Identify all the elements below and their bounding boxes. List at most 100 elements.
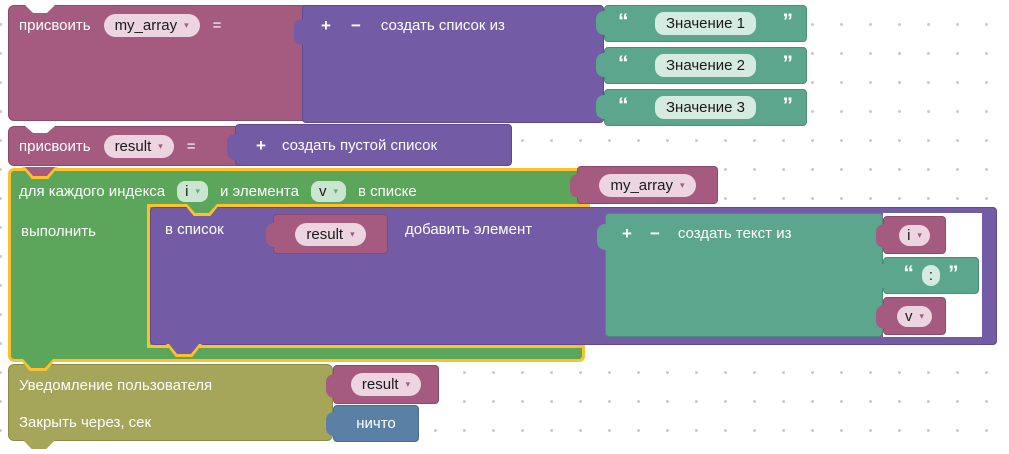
dropdown-arrow-icon: ▾ [679, 179, 685, 190]
open-quote-icon: “ [618, 93, 629, 117]
block-set-variable-my-array[interactable]: присвоить my_array ▾ = [8, 5, 310, 121]
puzzle-tab-icon [326, 374, 338, 398]
variable-dropdown-i[interactable]: i ▾ [899, 224, 930, 246]
block-text-value-1[interactable]: “ Значение 1 ” [596, 5, 807, 42]
dropdown-value: v [318, 182, 327, 200]
puzzle-tab-icon [570, 174, 582, 198]
add-item-button[interactable]: + [622, 223, 632, 243]
puzzle-tab-icon [326, 412, 338, 436]
dropdown-arrow-icon: ▾ [917, 229, 922, 240]
block-text-separator[interactable]: “ : ” [876, 257, 979, 294]
close-quote-icon: ” [782, 9, 794, 33]
text-field[interactable]: Значение 1 [654, 12, 757, 35]
to-list-label: в список [165, 221, 224, 238]
add-element-label: добавить элемент [405, 221, 533, 238]
text-field[interactable]: Значение 2 [654, 54, 757, 77]
block-text-value-2[interactable]: “ Значение 2 ” [596, 47, 807, 84]
open-quote-icon: “ [618, 9, 629, 33]
remove-item-button[interactable]: − [649, 223, 660, 243]
top-notch [25, 126, 55, 133]
create-list-label: создать список из [380, 16, 505, 34]
block-create-text[interactable]: + − создать текст из [597, 213, 883, 337]
selection-highlight [150, 345, 583, 348]
top-notch [25, 5, 55, 13]
equals-label: = [186, 137, 196, 155]
block-user-notification[interactable]: Уведомление пользователя Закрыть через, … [8, 364, 333, 449]
block-variable-result[interactable]: result ▾ [326, 365, 439, 404]
set-keyword-label: присвоить [19, 137, 91, 155]
variable-dropdown-result[interactable]: result ▾ [103, 134, 174, 158]
puzzle-tab-icon [227, 134, 239, 160]
block-null-value[interactable]: ничто [326, 405, 419, 442]
top-notch [187, 204, 217, 213]
puzzle-tab-icon [597, 224, 609, 250]
dropdown-value: result [114, 137, 152, 155]
create-empty-list-label: создать пустой список [281, 136, 438, 154]
foreach-index-label: для каждого индекса [19, 182, 166, 200]
block-create-list[interactable]: + − создать список из [294, 5, 604, 123]
block-variable-i[interactable]: i ▾ [876, 216, 946, 254]
dropdown-arrow-icon: ▾ [158, 140, 163, 151]
block-variable-my-array[interactable]: my_array ▾ [570, 166, 718, 204]
open-quote-icon: “ [618, 51, 629, 75]
top-notch [25, 167, 55, 176]
dropdown-value: my_array [610, 176, 673, 194]
dropdown-arrow-icon: ▾ [333, 185, 338, 196]
text-field-value: : [928, 267, 934, 284]
puzzle-tab-icon [876, 305, 888, 329]
block-variable-result[interactable]: result ▾ [266, 214, 388, 254]
bottom-bump [23, 359, 53, 368]
bottom-bump [23, 440, 55, 449]
dropdown-value: result [361, 376, 399, 393]
dropdown-value: result [306, 225, 344, 243]
foreach-in-list-label: в списке [358, 182, 417, 200]
close-after-label: Закрыть через, сек [19, 414, 152, 431]
text-field-value: Значение 1 [665, 15, 746, 32]
puzzle-tab-icon [266, 223, 278, 247]
puzzle-tab-icon [876, 264, 888, 288]
dropdown-value: my_array [114, 16, 178, 34]
null-value-label: ничто [356, 415, 396, 432]
puzzle-tab-icon [596, 53, 608, 77]
puzzle-tab-icon [596, 95, 608, 119]
remove-item-button[interactable]: − [350, 15, 361, 35]
puzzle-tab-icon [596, 11, 608, 35]
do-label: выполнить [21, 223, 96, 240]
add-item-button[interactable]: + [256, 135, 266, 155]
dropdown-arrow-icon: ▾ [919, 310, 925, 321]
text-field[interactable]: : [921, 265, 941, 286]
index-variable-dropdown[interactable]: i ▾ [177, 180, 209, 202]
block-set-variable-result[interactable]: присвоить result ▾ = [8, 126, 247, 166]
set-keyword-label: присвоить [19, 16, 91, 34]
bottom-bump [169, 344, 199, 354]
dropdown-value: i [185, 182, 189, 200]
open-quote-icon: “ [903, 261, 914, 285]
selection-highlight [150, 204, 590, 207]
variable-dropdown-my-array[interactable]: my_array ▾ [103, 13, 200, 37]
text-field[interactable]: Значение 3 [654, 96, 757, 119]
selection-highlight [147, 204, 150, 348]
element-variable-dropdown[interactable]: v ▾ [310, 180, 346, 202]
create-text-label: создать текст из [677, 224, 792, 242]
add-item-button[interactable]: + [321, 15, 331, 35]
block-text-value-3[interactable]: “ Значение 3 ” [596, 89, 807, 126]
block-create-empty-list[interactable]: + создать пустой список [227, 124, 512, 166]
close-quote-icon: ” [782, 93, 794, 117]
text-field-value: Значение 2 [665, 57, 746, 74]
dropdown-arrow-icon: ▾ [350, 228, 355, 239]
close-quote-icon: ” [782, 51, 794, 75]
dropdown-arrow-icon: ▾ [195, 185, 201, 196]
variable-dropdown-my-array[interactable]: my_array ▾ [599, 173, 696, 197]
variable-dropdown-v[interactable]: v ▾ [896, 305, 933, 327]
close-quote-icon: ” [948, 261, 959, 285]
foreach-element-label: и элемента [220, 182, 299, 200]
puzzle-tab-icon [876, 224, 888, 248]
dropdown-arrow-icon: ▾ [184, 19, 189, 30]
equals-label: = [212, 16, 222, 34]
dropdown-arrow-icon: ▾ [405, 379, 411, 389]
variable-dropdown-result[interactable]: result ▾ [295, 222, 366, 246]
dropdown-value: v [904, 307, 913, 325]
block-variable-v[interactable]: v ▾ [876, 297, 946, 335]
variable-dropdown-result[interactable]: result ▾ [350, 373, 422, 396]
